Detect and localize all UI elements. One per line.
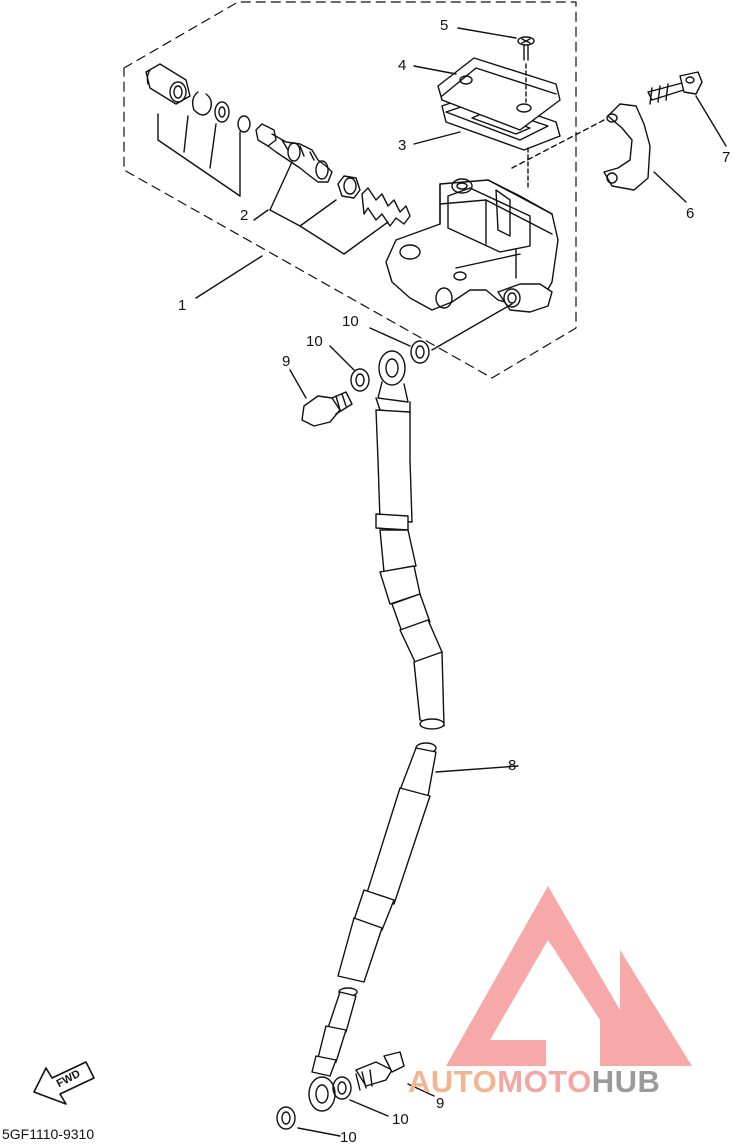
watermark-part-moto: MOTO: [497, 1064, 592, 1099]
callout-2: 2: [240, 207, 249, 224]
brake-hose-upper: [375, 409, 445, 730]
upper-banjo-connection: [289, 303, 513, 427]
callout-6: 6: [686, 205, 695, 222]
piston-kit: [145, 63, 411, 255]
callout-10a: 10: [342, 313, 359, 330]
callout-9a: 9: [282, 353, 291, 370]
callout-10b: 10: [306, 333, 323, 350]
watermark-part-auto: AUTO: [408, 1064, 498, 1099]
callout-10c: 10: [392, 1111, 409, 1128]
callout-9b: 9: [436, 1095, 445, 1112]
callout-4: 4: [398, 57, 407, 74]
drawing-code: 5GF1110-9310: [2, 1126, 95, 1142]
clamp-and-bolt: [511, 71, 727, 203]
callout-10d: 10: [340, 1129, 357, 1144]
assembly-boundary: [123, 1, 577, 379]
callout-5: 5: [440, 17, 449, 34]
brake-hose-lower: [308, 742, 519, 1112]
callout-8: 8: [508, 757, 517, 774]
lower-banjo-connection: [276, 1051, 435, 1137]
reservoir-parts: [413, 27, 561, 191]
master-cylinder-body: [385, 178, 559, 313]
automotohub-logo-icon: [446, 886, 692, 1066]
callout-1: 1: [178, 297, 187, 314]
fwd-arrow-icon: [33, 1061, 95, 1105]
watermark-text: AUTOMOTOHUB: [408, 1064, 660, 1100]
watermark-part-hub: HUB: [591, 1064, 661, 1099]
callout-3: 3: [398, 137, 407, 154]
callout-7: 7: [722, 149, 731, 166]
